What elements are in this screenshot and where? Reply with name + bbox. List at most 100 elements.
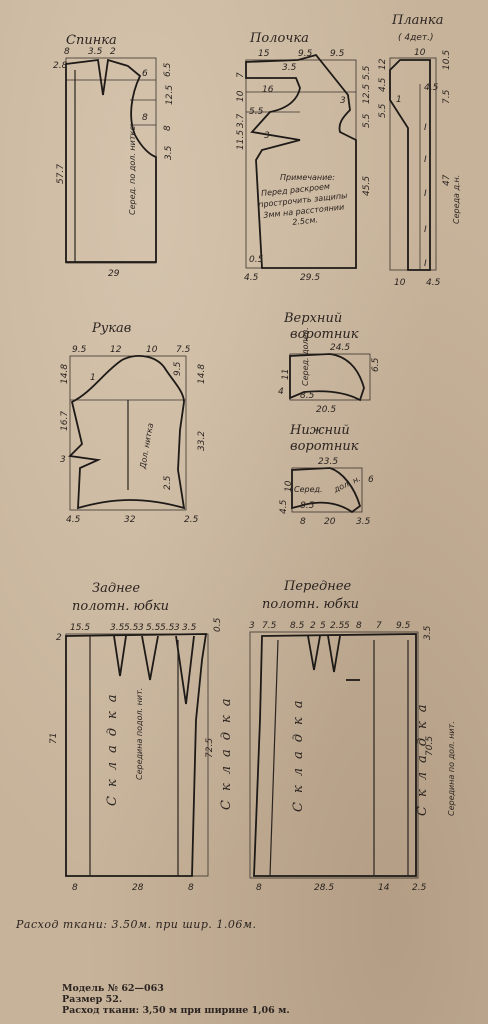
back-skirt-bottom-1: 8 xyxy=(72,883,78,893)
back-skirt-top-3: 5.5 xyxy=(124,623,139,633)
model-size: Размер 52. xyxy=(62,994,123,1005)
front-top-1: 15 xyxy=(258,49,270,59)
back-skirt-dart-3 xyxy=(175,635,195,705)
placket-mark-2: I xyxy=(424,155,427,165)
upper-collar-top: 24.5 xyxy=(330,343,350,353)
front-side-10: 12.5 xyxy=(362,84,372,104)
front-skirt-top-10: 9.5 xyxy=(396,621,411,631)
front-skirt-title-2: полотн. юбки xyxy=(262,597,359,612)
sleeve-side-8: 2.5 xyxy=(163,475,173,490)
placket-side-1: 12 xyxy=(378,58,388,70)
front-skirt-title-1: Переднее xyxy=(283,579,352,594)
model-number: Модель № 62—063 xyxy=(62,983,164,994)
front-skirt-dart-2 xyxy=(327,635,341,673)
placket-side-6: 5.5 xyxy=(378,103,388,118)
placket-side-8: 4.5 xyxy=(378,77,388,92)
placket-side-2: 4.5 xyxy=(424,83,439,93)
back-right-4: 8 xyxy=(142,113,148,123)
sleeve-top-2: 12 xyxy=(110,345,122,355)
front-top-3: 9.5 xyxy=(330,49,345,59)
front-skirt-outline xyxy=(253,633,417,877)
sleeve-side-2: 1 xyxy=(90,373,96,383)
sleeve-frame xyxy=(69,355,187,511)
back-skirt-fold-left: Складка xyxy=(105,686,120,807)
placket-side-3: 10.5 xyxy=(442,50,452,70)
back-skirt-top-7: 3 xyxy=(174,623,180,633)
back-right-6: 8 xyxy=(163,125,173,131)
back-skirt-center: Середина подол. нит. xyxy=(135,688,144,780)
back-skirt-top-2: 3.5 xyxy=(110,623,125,633)
front-skirt-top-9: 7 xyxy=(376,621,382,631)
back-skirt-fold-right: Складка xyxy=(219,690,234,811)
lower-collar-top: 23.5 xyxy=(318,457,338,467)
front-side-2: 16 xyxy=(262,85,274,95)
front-outline xyxy=(245,53,357,269)
lower-collar-piece: Нижний воротник 23.5 4.5 10 6 8.5 Серед.… xyxy=(279,423,374,527)
back-skirt-top-4: 3 xyxy=(138,623,144,633)
sleeve-bottom-1: 4.5 xyxy=(66,515,81,525)
front-skirt-bottom-3: 14 xyxy=(378,883,390,893)
front-skirt-piece: Переднее полотн. юбки 3 7.5 8.5 2 5 2.5 … xyxy=(249,579,456,893)
upper-collar-title-1: Верхний xyxy=(283,311,342,326)
upper-collar-bottom: 20.5 xyxy=(316,405,336,415)
front-side-8: 3 xyxy=(264,131,270,141)
front-skirt-bottom-4: 2.5 xyxy=(412,883,427,893)
back-top-3: 2 xyxy=(110,47,116,57)
back-skirt-dart-1 xyxy=(113,635,127,677)
placket-mark-1: I xyxy=(424,123,427,133)
front-side-7: 11.5 xyxy=(236,130,246,150)
upper-collar-side-1: 4 xyxy=(278,387,284,397)
sleeve-top-3: 10 xyxy=(146,345,158,355)
lower-collar-bottom-2: 20 xyxy=(324,517,336,527)
back-skirt-title-1: Заднее xyxy=(92,581,140,596)
front-skirt-center: Середина по дол. нит. xyxy=(447,721,456,816)
front-skirt-top-4: 2 xyxy=(310,621,316,631)
placket-qty: ( 4дет.) xyxy=(398,33,433,43)
front-bottom-1: 4.5 xyxy=(244,273,259,283)
front-title: Полочка xyxy=(249,31,309,46)
front-skirt-top-5: 5 xyxy=(320,621,326,631)
placket-top: 10 xyxy=(414,48,426,58)
front-side-1: 3.5 xyxy=(282,63,297,73)
placket-mark-3: I xyxy=(424,189,427,199)
back-title: Спинка xyxy=(66,33,117,48)
upper-collar-piece: Верхний воротник 24.5 4 11 6.5 8.5 Серед… xyxy=(278,311,381,415)
front-skirt-top-6: 2.5 xyxy=(330,621,345,631)
front-top-2: 9.5 xyxy=(298,49,313,59)
placket-outline xyxy=(389,59,431,271)
lower-collar-side-3: 6 xyxy=(368,475,374,485)
back-right-1: 6 xyxy=(142,69,148,79)
back-top-2: 3.5 xyxy=(88,47,103,57)
upper-collar-outline xyxy=(289,353,365,402)
placket-piece: Планка ( 4дет.) 10 12 4.5 10.5 1 7.5 5.5… xyxy=(378,13,461,288)
lower-collar-grain-2: дол. н. xyxy=(332,474,362,495)
front-side-3: 7 xyxy=(236,72,246,78)
front-side-4: 10 xyxy=(236,90,246,102)
front-side-12: 45.5 xyxy=(362,176,372,196)
back-skirt-dart-2 xyxy=(141,635,159,681)
front-skirt-top-11: 3.5 xyxy=(423,625,433,640)
lower-collar-side-4: 8.5 xyxy=(300,501,315,511)
lower-collar-side-1: 4.5 xyxy=(279,499,289,514)
front-skirt-bottom-2: 28.5 xyxy=(314,883,334,893)
back-skirt-title-2: полотн. юбки xyxy=(72,599,169,614)
upper-collar-grain: Серед. долев. xyxy=(301,327,310,386)
front-side-13: 3 xyxy=(340,96,346,106)
lower-collar-title-2: воротник xyxy=(290,439,359,454)
back-right-2: 6.5 xyxy=(163,62,173,77)
lower-collar-side-2: 10 xyxy=(284,480,294,492)
placket-title: Планка xyxy=(391,13,443,28)
back-skirt-left-2: 71 xyxy=(49,733,59,744)
front-skirt-top-7: 5 xyxy=(344,621,350,631)
back-skirt-bottom-2: 28 xyxy=(132,883,144,893)
placket-grain: Середа д.н. xyxy=(452,175,461,224)
lower-collar-grain: Серед. xyxy=(294,485,323,494)
back-skirt-bottom-3: 8 xyxy=(188,883,194,893)
front-skirt-dart-1 xyxy=(307,635,321,671)
upper-collar-side-2: 11 xyxy=(281,369,291,380)
upper-collar-side-3: 6.5 xyxy=(371,357,381,372)
back-skirt-top-6: 5.5 xyxy=(160,623,175,633)
placket-bottom-2: 4.5 xyxy=(426,278,441,288)
front-skirt-right: 70.5 xyxy=(425,736,435,756)
